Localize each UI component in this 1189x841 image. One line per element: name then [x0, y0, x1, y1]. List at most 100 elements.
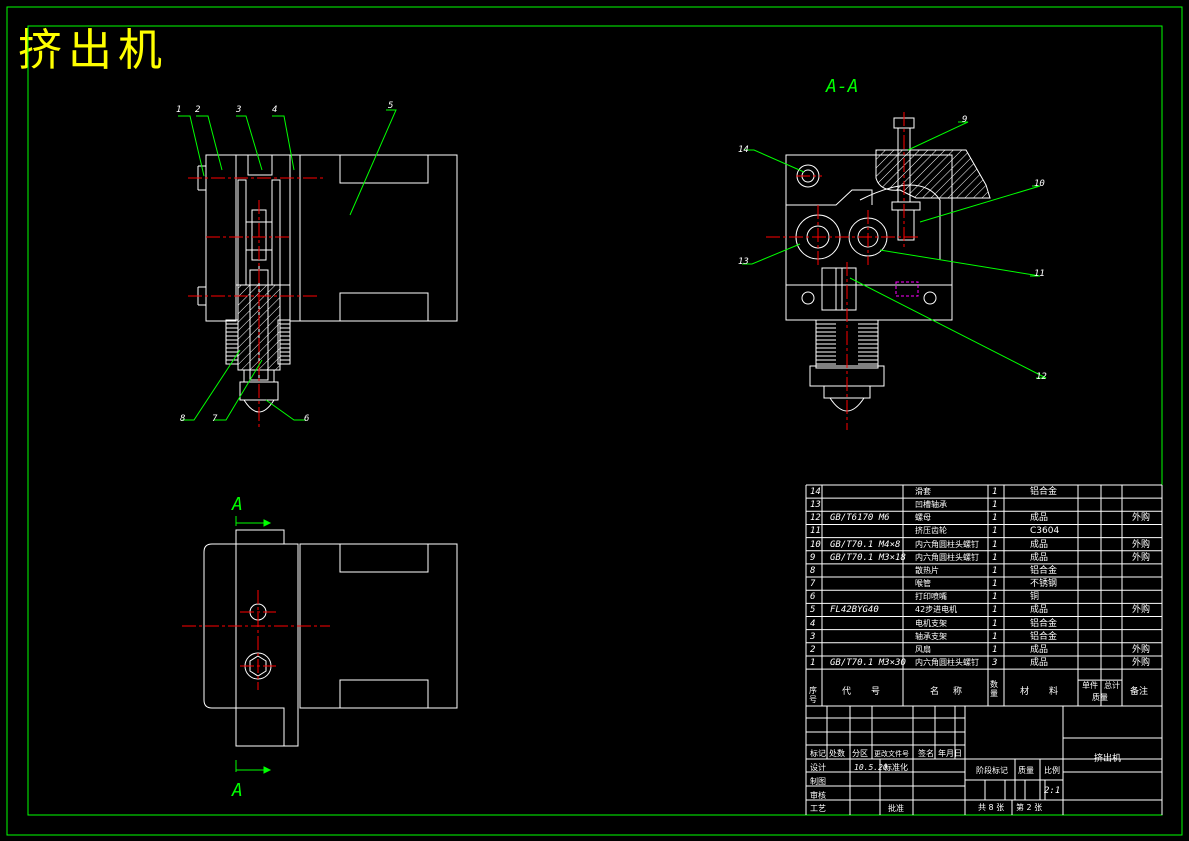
- drawing-title: 挤出机: [18, 25, 168, 76]
- bom-row-12-name: 螺母: [915, 513, 931, 523]
- bom-header-no: 序号: [809, 686, 817, 704]
- section-view-centerlines: [766, 112, 920, 430]
- callout-7: 7: [212, 414, 218, 424]
- bom-row-2-qty: 1: [992, 644, 998, 655]
- section-label: A-A: [826, 76, 859, 97]
- bom-row-11-name: 挤压齿轮: [915, 526, 947, 536]
- bom-row-5-no: 5: [810, 605, 816, 616]
- bom-row-12-note: 外购: [1132, 513, 1151, 524]
- bom-row-10-no: 10: [810, 539, 821, 550]
- bom-row-14-material: 铝合金: [1030, 487, 1058, 497]
- bom-row-5-qty: 1: [992, 605, 998, 616]
- callout-5: 5: [388, 101, 394, 111]
- tb-drafter: 制图: [810, 777, 826, 786]
- bom-header-total: 总计: [1104, 681, 1120, 690]
- bom-row-9-code: GB/T70.1 M3×18: [830, 552, 906, 563]
- bom-header-unit: 单件: [1082, 681, 1098, 690]
- bom-row-1-qty: 3: [992, 657, 998, 668]
- bom-header-note: 备注: [1130, 687, 1149, 697]
- bom-row-7-name: 喉管: [915, 579, 931, 589]
- bom-row-8-name: 散热片: [915, 565, 939, 575]
- bom-row-1-name: 内六角圆柱头螺钉: [915, 657, 979, 667]
- front-view-leaders: [178, 109, 397, 421]
- bom-row-12-qty: 1: [992, 513, 998, 524]
- view-marker-top: A: [232, 494, 243, 515]
- bom-row-9-material: 成品: [1030, 552, 1049, 563]
- callout-3: 3: [236, 105, 242, 115]
- bom-header-qty: 数量: [990, 680, 998, 698]
- bom-row-12-code: GB/T6170 M6: [830, 513, 890, 524]
- tb-mass: 质量: [1018, 766, 1034, 775]
- bom-row-7-material: 不锈钢: [1030, 579, 1058, 590]
- tb-scale: 2:1: [1044, 786, 1061, 796]
- bom-row-5-note: 外购: [1132, 605, 1151, 616]
- bom-row-6-qty: 1: [992, 592, 998, 603]
- bom-row-4-name: 电机支架: [915, 618, 947, 628]
- bom-row-1-no: 1: [810, 657, 816, 668]
- bom-row-7-qty: 1: [992, 579, 998, 590]
- callout-10: 10: [1034, 179, 1045, 189]
- bom-header-material: 材料: [1020, 687, 1079, 697]
- bom-row-6-material: 铜: [1030, 592, 1040, 603]
- bom-row-10-material: 成品: [1030, 539, 1049, 550]
- tb-change: 更改文件号: [874, 750, 909, 758]
- bom-row-5-material: 成品: [1030, 605, 1049, 616]
- front-view-centerlines: [188, 177, 325, 430]
- callout-6: 6: [304, 414, 310, 424]
- section-view-leaders: [742, 121, 1047, 379]
- bom-row-8-no: 8: [810, 565, 816, 576]
- bom-row-3-no: 3: [810, 631, 816, 642]
- bom-header-name: 名称: [930, 687, 977, 697]
- bom-row-7-no: 7: [810, 579, 816, 590]
- inner-frame: [27, 25, 1163, 816]
- tb-drawing-name: 挤出机: [1094, 754, 1122, 764]
- top-view-centerlines: [182, 590, 330, 690]
- bom-row-2-name: 风扇: [915, 644, 931, 654]
- callout-2: 2: [195, 105, 201, 115]
- bom-header-code: 代号: [842, 687, 901, 697]
- bom-row-9-name: 内六角圆柱头螺钉: [915, 552, 979, 562]
- bom-row-9-no: 9: [810, 552, 816, 563]
- bom-row-10-qty: 1: [992, 539, 998, 550]
- bom-row-8-material: 铝合金: [1030, 565, 1058, 576]
- tb-sheet: 第 2 张: [1016, 803, 1043, 812]
- bom-row-12-no: 12: [810, 513, 821, 524]
- outer-frame: [6, 6, 1183, 836]
- bom-row-9-note: 外购: [1132, 552, 1151, 563]
- bom-row-8-qty: 1: [992, 565, 998, 576]
- bom-row-2-note: 外购: [1132, 644, 1151, 655]
- bom-row-14-no: 14: [810, 487, 821, 497]
- bom-header-weight: 质量: [1092, 693, 1108, 702]
- bom-row-4-material: 铝合金: [1030, 618, 1058, 629]
- callout-1: 1: [176, 105, 182, 115]
- bom-row-6-no: 6: [810, 592, 816, 603]
- view-marker-bottom: A: [232, 780, 243, 801]
- tb-count: 处数: [829, 749, 845, 758]
- callout-11: 11: [1034, 269, 1045, 279]
- bom-row-3-qty: 1: [992, 631, 998, 642]
- bom-row-1-material: 成品: [1030, 657, 1049, 668]
- bom-row-2-material: 成品: [1030, 644, 1049, 655]
- bom-row-5-name: 42步进电机: [915, 605, 958, 615]
- callout-8: 8: [180, 414, 186, 424]
- tb-mark: 标记: [810, 749, 826, 758]
- bom-row-13-name: 凹槽轴承: [915, 500, 947, 510]
- bom-row-2-no: 2: [810, 644, 816, 655]
- tb-design-date: 10.5.20: [854, 763, 888, 772]
- bom-row-10-note: 外购: [1132, 539, 1151, 550]
- tb-date: 年月日: [938, 749, 962, 758]
- bom-row-13-no: 13: [810, 500, 821, 511]
- bom-row-5-code: FL42BYG40: [830, 605, 879, 616]
- tb-scale-label: 比例: [1044, 766, 1060, 775]
- bom-row-10-name: 内六角圆柱头螺钉: [915, 539, 979, 549]
- callout-9: 9: [962, 115, 968, 125]
- section-marker-bottom: [235, 760, 272, 774]
- bom-row-11-qty: 1: [992, 526, 998, 537]
- bom-row-9-qty: 1: [992, 552, 998, 563]
- callout-14: 14: [738, 145, 749, 155]
- bom-row-3-material: 铝合金: [1030, 631, 1058, 642]
- callout-12: 12: [1036, 372, 1047, 382]
- tb-review: 审核: [810, 791, 826, 800]
